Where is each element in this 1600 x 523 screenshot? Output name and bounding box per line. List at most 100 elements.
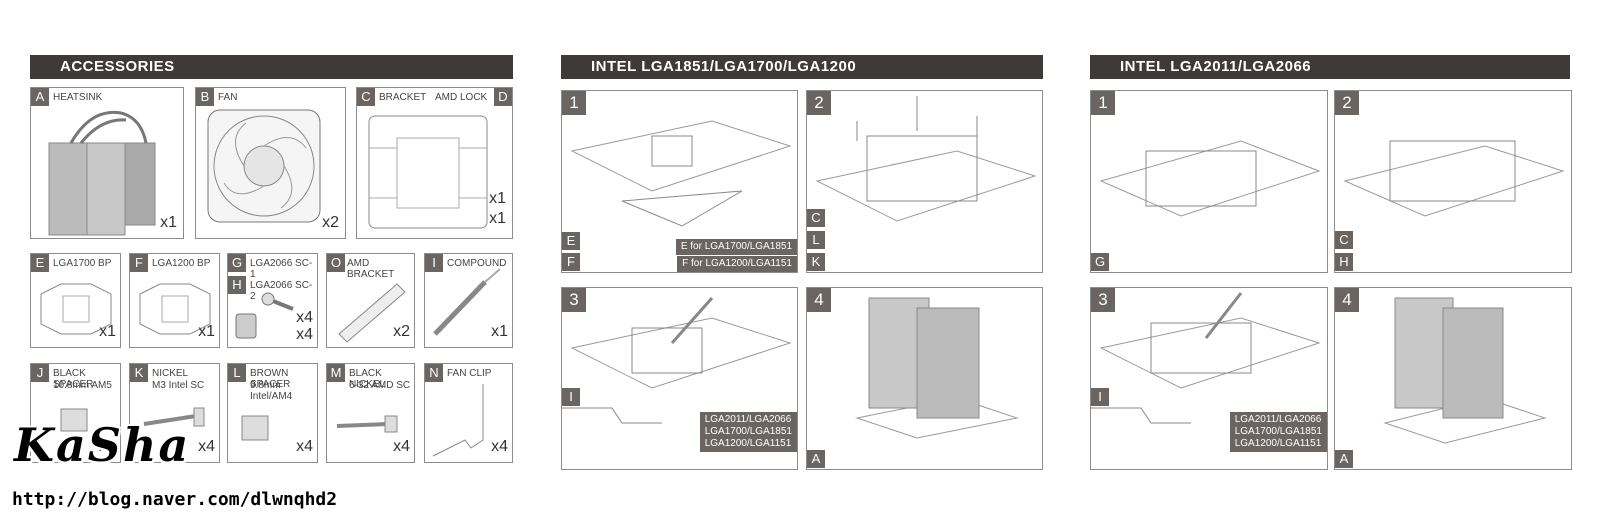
step3-note-line-2: LGA1700/LGA1851 [1234,426,1322,437]
qty-amd-bracket: x2 [393,323,410,340]
qty-fan-clip: x4 [491,438,508,455]
lga1200-bp-drawing [139,283,211,335]
nickel-screw-drawing [143,407,205,427]
qty-heatsink: x1 [160,214,177,231]
label-fan: FAN [218,92,238,103]
label-black-nickel-2: 6-32 AMD SC [349,380,411,391]
tag-j: J [31,364,49,382]
step-number: 4 [807,288,831,312]
step-number: 1 [562,91,586,115]
lga2011-socket-drawing [1099,140,1321,217]
bracket-mount-drawing [815,96,1037,222]
lga2011-cooler-drawing [1383,297,1547,444]
accessories-header: ACCESSORIES [30,55,513,79]
item-fan: B FAN x2 [195,87,346,239]
tag-c: C [807,209,825,227]
step1-note-e: E for LGA1700/LGA1851 [675,239,797,255]
item-lga1700-bp: E LGA1700 BP x1 [30,253,121,348]
thermal-paste-drawing [562,297,792,424]
intel1851-title: INTEL LGA1851/LGA1700/LGA1200 [591,58,857,75]
step3-note-line-3: LGA1200/LGA1151 [1234,438,1322,449]
tag-o: O [327,254,345,272]
item-heatsink: A HEATSINK x1 [30,87,184,239]
intel2011-step-4: 4 A [1334,287,1572,470]
lga2011-bracket-drawing [1343,140,1565,217]
fan-clip-drawing [432,384,484,457]
label-nickel-2: M3 Intel SC [152,380,205,391]
tag-i: I [1091,388,1109,406]
tag-n: N [425,364,443,382]
tag-e: E [562,232,580,250]
tag-f: F [562,253,580,271]
label-lga2066-sc2: LGA2066 SC-2 [250,280,313,302]
intel1851-step-4: 4 A [806,287,1043,470]
step-number: 3 [1091,288,1115,312]
label-compound: COMPOUND [447,258,507,269]
qty-black-nickel: x4 [393,438,410,455]
tag-f: F [130,254,148,272]
lga1700-bp-drawing [40,283,112,335]
tag-i: I [562,388,580,406]
step3-note-line-1: LGA2011/LGA2066 [704,414,792,425]
tag-k: K [807,253,825,271]
label-brown-spacer-2: 9.8mm [250,380,281,391]
item-bracket-amdlock: C BRACKET AMD LOCK D x1 x1 [356,87,513,239]
amd-bracket-drawing [338,283,406,343]
step3-note-line-3: LGA1200/LGA1151 [704,438,792,449]
item-amd-bracket: O AMD BRACKET x2 [326,253,415,348]
tag-d: D [494,88,512,106]
intel2011-step-1: 1 G [1090,90,1328,273]
label-lga1700-bp: LGA1700 BP [53,258,112,269]
item-lga1200-bp: F LGA1200 BP x1 [129,253,220,348]
brown-spacer-drawing [241,415,269,441]
label-lga1200-bp: LGA1200 BP [152,258,211,269]
qty-lga2066-sc2: x4 [296,326,313,343]
label-amd-bracket: AMD BRACKET [347,258,395,280]
item-compound: I COMPOUND x1 [424,253,513,348]
intel2011-step-3: 3 I LGA2011/LGA2066 LGA1700/LGA1851 LGA1… [1090,287,1328,470]
qty-lga2066-sc1: x4 [296,309,313,326]
bracket-drawing [368,115,488,229]
tag-i: I [425,254,443,272]
tag-h: H [228,276,246,294]
step-number: 2 [807,91,831,115]
intel2011-title: INTEL LGA2011/LGA2066 [1120,58,1312,75]
qty-bracket: x1 [489,190,506,207]
tag-c: C [357,88,375,106]
cooler-installed-drawing [855,297,1019,439]
item-fan-clip: N FAN CLIP x4 [424,363,513,463]
tag-a: A [31,88,49,106]
qty-lga1200-bp: x1 [198,323,215,340]
qty-amd-lock: x1 [489,210,506,227]
qty-nickel: x4 [198,438,215,455]
step-number: 2 [1335,91,1359,115]
label-lga2066-sc1: LGA2066 SC-1 [250,258,313,280]
step1-note-f: F for LGA1200/LGA1151 [677,256,797,272]
tag-l: L [807,231,825,249]
label-nickel-1: NICKEL [152,368,189,379]
tag-l: L [228,364,246,382]
tag-e: E [31,254,49,272]
item-lga2066-sc: G LGA2066 SC-1 H LGA2066 SC-2 x4 x4 [227,253,318,348]
screws-drawing [235,292,294,339]
label-fan-clip: FAN CLIP [447,368,492,379]
intel1851-step-2: 2 C L K [806,90,1043,273]
tag-a: A [807,450,825,468]
step-number: 4 [1335,288,1359,312]
qty-brown-spacer: x4 [296,438,313,455]
item-brown-spacer: L BROWN SPACER 9.8mm Intel/AM4 x4 [227,363,318,463]
label-amd-lock: AMD LOCK [435,92,488,103]
intel1851-header: INTEL LGA1851/LGA1700/LGA1200 [561,55,1043,79]
heatsink-drawing [48,110,156,236]
label-brown-spacer-3: Intel/AM4 [250,391,293,402]
tag-c: C [1335,231,1353,249]
label-black-nickel-1: BLACK NICKEL [349,368,386,390]
lga2011-paste-drawing [1091,292,1321,424]
watermark-signature: KaSha [14,418,191,472]
step-number: 1 [1091,91,1115,115]
tag-b: B [196,88,214,106]
item-black-nickel-screw: M BLACK NICKEL 6-32 AMD SC x4 [326,363,415,463]
label-black-spacer-1: BLACK SPACER [53,368,94,390]
label-brown-spacer-1: BROWN SPACER [250,368,291,390]
tag-g: G [1091,253,1109,271]
